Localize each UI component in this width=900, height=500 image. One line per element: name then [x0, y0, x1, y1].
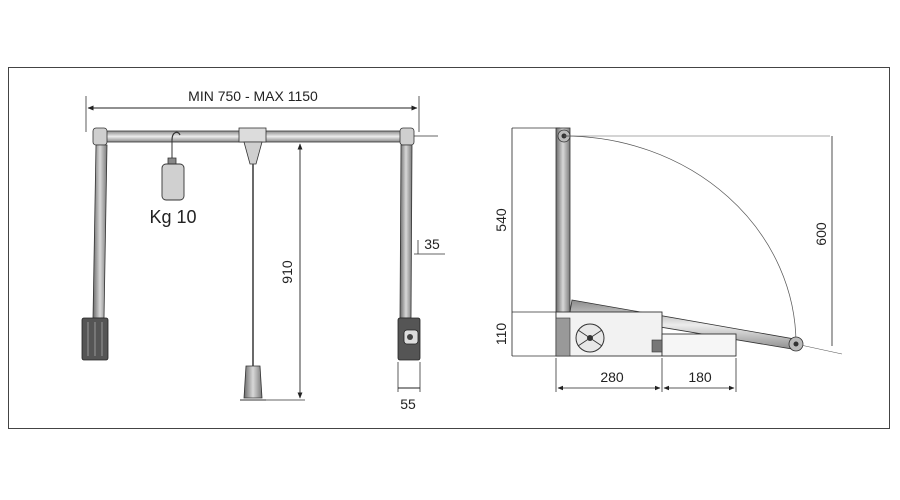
left-corner-cap [92, 127, 108, 146]
base-extension [661, 333, 737, 357]
depth-dimension-label-1: 280 [600, 369, 624, 385]
handle-grip [243, 365, 263, 399]
side-vertical-arm [555, 127, 571, 319]
swing-arc [563, 135, 797, 345]
side-height-dimension-label: 540 [493, 208, 509, 232]
swing-dimension-label: 600 [813, 222, 829, 246]
handle-bracket [243, 141, 263, 165]
weight-hook [171, 131, 181, 141]
base-dimension-label: 55 [400, 396, 416, 412]
depth-dimension-label-2: 180 [688, 369, 712, 385]
weight-icon [161, 163, 185, 201]
load-label: Kg 10 [149, 207, 196, 227]
front-view: MIN 750 - MAX 1150 Kg 10 [81, 88, 445, 412]
base-housing [555, 311, 663, 357]
height-dimension-label: 910 [279, 260, 295, 284]
center-bracket [238, 127, 267, 143]
right-arm [399, 144, 413, 319]
offset-dimension-label: 35 [424, 236, 440, 252]
side-view: 540 110 600 280 [493, 127, 843, 392]
drawing-frame [8, 67, 890, 429]
width-dimension-label: MIN 750 - MAX 1150 [188, 88, 318, 104]
left-arm [92, 144, 108, 319]
right-corner-cap [399, 127, 415, 146]
base-height-dimension-label: 110 [493, 323, 509, 346]
